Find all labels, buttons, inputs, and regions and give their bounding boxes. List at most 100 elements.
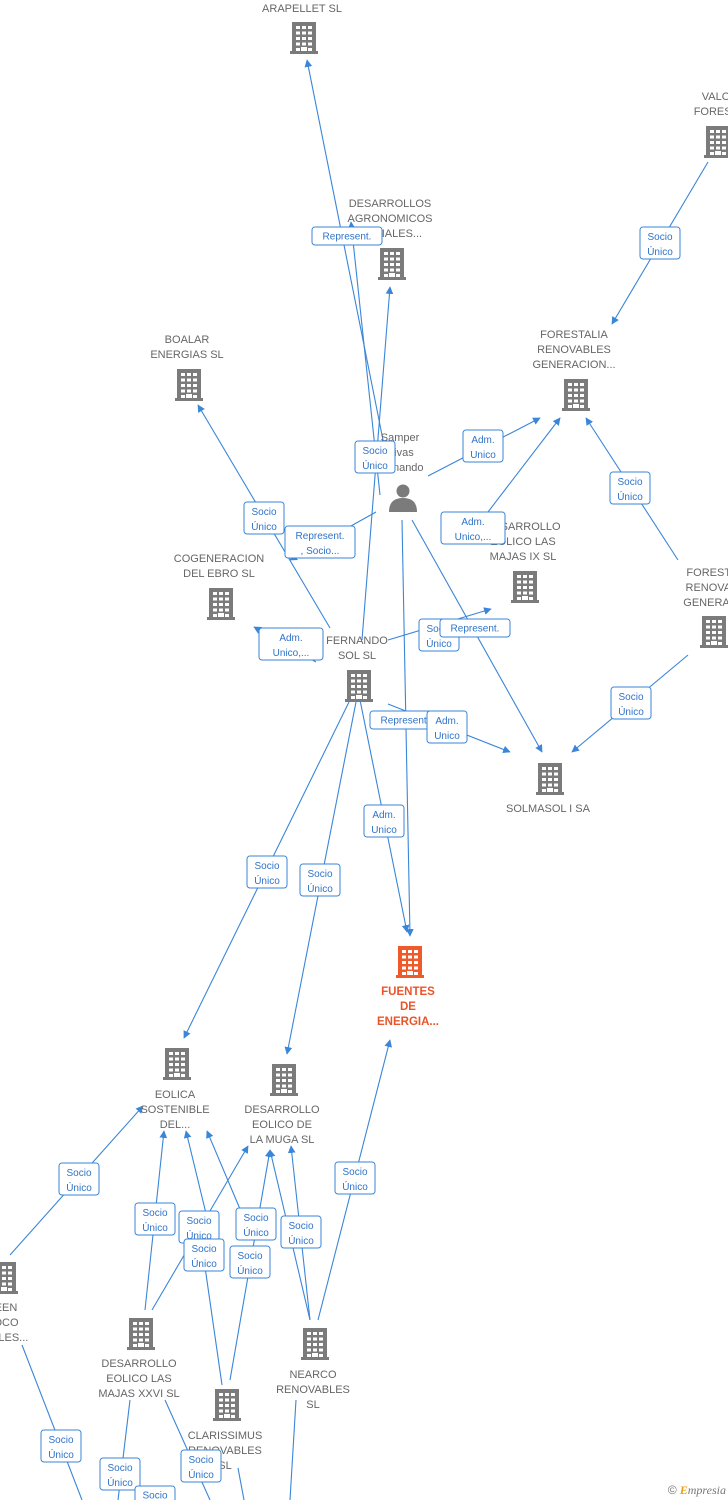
relationship-tag[interactable]: Adm.Unico [363,804,405,838]
tag-text: Socio [191,1244,216,1255]
tag-box [280,1215,322,1249]
tag-box [180,1449,222,1483]
building-icon [213,1389,241,1421]
tag-text: Único [307,882,333,895]
node-arapellet[interactable]: ARAPELLET SL [262,3,342,54]
tag-text: Unico,... [273,648,310,659]
building-icon [562,379,590,411]
person-icon [389,484,417,512]
relationship-tag[interactable]: Adm.Unico [462,429,504,463]
relationship-tag[interactable]: Represent., Socio... [284,525,356,559]
relationship-edge [237,1467,245,1500]
node-eolsost[interactable]: EOLICASOSTENIBLEDEL... [140,1048,210,1131]
tag-text: Único [254,874,280,887]
tag-box [609,471,651,505]
building-icon [207,588,235,620]
tag-text: Único [362,459,388,472]
node-forestalia[interactable]: FORESTALIARENOVABLESGENERACION... [532,329,616,411]
relationship-tag[interactable]: Adm.Unico [426,710,468,744]
tag-text: Socio [362,446,387,457]
tag-text: Único [48,1448,74,1461]
copyright-symbol: © [667,1483,677,1497]
building-icon [301,1328,329,1360]
tag-text: Unico [434,731,460,742]
tag-box [284,525,356,559]
tag-text: Socio [617,477,642,488]
node-label-line: ENERGIA... [377,1016,439,1028]
building-icon [700,616,728,648]
relationship-edge [289,1399,297,1500]
node-label-line: DESARROLLOS [349,198,432,210]
relationship-tag[interactable]: Adm.Unico,... [258,627,324,661]
node-label-line: MAJAS XXVI SL [98,1388,179,1400]
node-label-line: ABLES... [0,1332,28,1344]
tag-text: Único [66,1181,92,1194]
node-label-line: DEL EBRO SL [183,568,255,580]
node-label-line: FORESTALIA [540,329,608,341]
node-foresta2[interactable]: FORESTARENOVABGENERACI [683,567,728,648]
relationship-tag[interactable]: Adm.Unico,... [440,511,506,545]
node-label-line: AGRONOMICOS [348,213,433,225]
tag-box [235,1207,277,1241]
node-label-line: FOREST [694,106,728,118]
tag-box [610,686,652,720]
tag-box [311,226,383,246]
relationship-tag[interactable]: Represent. [311,226,383,246]
tag-text: Socio [426,624,451,635]
tag-text: Adm. [461,517,484,528]
tag-text: Único [617,490,643,503]
brand-name: mpresia [687,1483,726,1497]
node-valo[interactable]: VALOFOREST [694,91,728,158]
relationship-tag[interactable]: Represent. [439,618,511,638]
tag-box [334,1161,376,1195]
building-icon [0,1262,18,1294]
relationship-edge [304,59,384,441]
tag-text: Socio [254,861,279,872]
node-fuentes[interactable]: FUENTESDEENERGIA... [377,946,439,1028]
node-label-line: FERNANDO [326,635,388,647]
node-label-line: SL [306,1399,319,1411]
relationship-tag[interactable]: Socio [134,1485,176,1500]
tag-text: Socio [142,1208,167,1219]
building-icon [175,369,203,401]
tag-text: Único [237,1264,263,1277]
tag-box [58,1162,100,1196]
building-icon [127,1318,155,1350]
tag-box [246,855,288,889]
node-solmasol[interactable]: SOLMASOL I SA [506,763,591,815]
relationship-edge [21,1344,83,1500]
tag-box [229,1245,271,1279]
tag-text: Socio [647,232,672,243]
tag-box [439,618,511,638]
building-icon [704,126,728,158]
node-label-line: MAJAS IX SL [490,551,557,563]
tag-text: Unico [470,450,496,461]
node-label-line: SOSTENIBLE [140,1104,209,1116]
tag-box [440,511,506,545]
node-green[interactable]: EENOCOABLES... [0,1262,28,1344]
